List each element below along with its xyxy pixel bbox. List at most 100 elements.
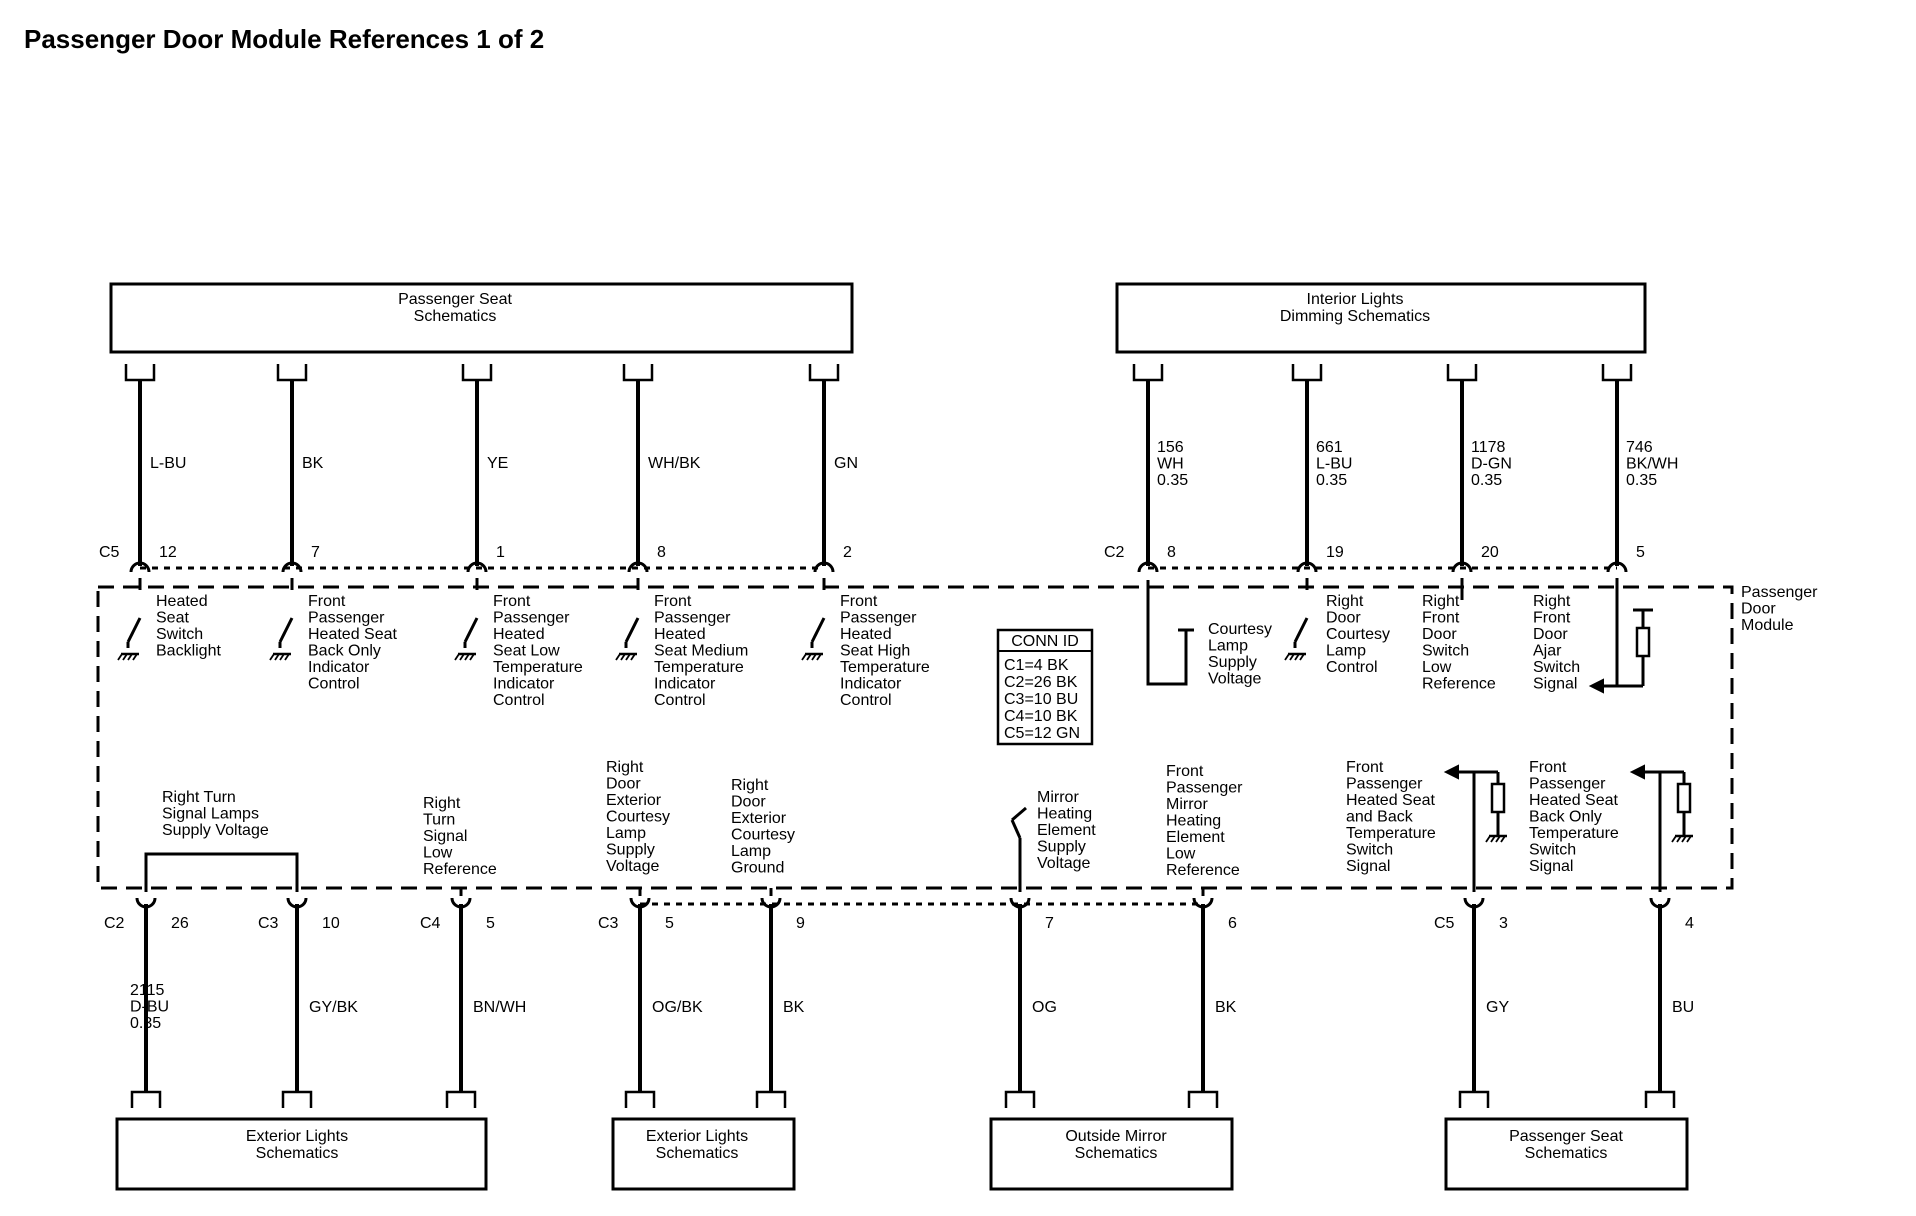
bottom-pin-number-7: 3 — [1499, 915, 1508, 932]
top-func-label-6-line: Courtesy — [1326, 626, 1390, 643]
bottom-box-label-2-line: Outside Mirror — [1065, 1128, 1167, 1145]
top-pin-6 — [1296, 561, 1318, 573]
passenger-seat-schematics-box-top[interactable] — [109, 282, 854, 354]
conn-id-row: C4=10 BK — [1004, 708, 1078, 725]
top-func-label-6-line: Lamp — [1326, 643, 1366, 660]
bottom-pin-number-3: 5 — [665, 915, 674, 932]
indicator-ground-1-hatch — [284, 653, 290, 661]
top-pin-8 — [1606, 561, 1628, 573]
top-func-label-4-line: Passenger — [840, 610, 917, 627]
bottom-func-label-8-line: Switch — [1529, 842, 1576, 859]
indicator-ground-3-hatch — [625, 653, 631, 661]
top-wire-label-6-line: L-BU — [1316, 456, 1352, 473]
bottom-connector-label-7: C5 — [1434, 915, 1455, 932]
top-func-label-1-line: Front — [308, 593, 346, 610]
top-func-label-0-line: Heated — [156, 593, 208, 610]
bottom-pin-number-2: 5 — [486, 915, 495, 932]
bottom-cavity-5 — [1004, 1090, 1036, 1108]
interior-lights-dimming-schematics-box[interactable] — [1115, 282, 1647, 354]
bottom-connector-label-1: C3 — [258, 915, 279, 932]
conn-id-row: C5=12 GN — [1004, 725, 1080, 742]
top-pin-number-2: 1 — [496, 544, 505, 561]
conn-id-header: CONN ID — [1011, 633, 1079, 650]
top-pin-number-3: 8 — [657, 544, 666, 561]
indicator-ground-4-hatch — [801, 653, 807, 661]
bottom-wire-color-6: BK — [1215, 999, 1237, 1016]
top-func-label-4-line: Indicator — [840, 676, 902, 693]
top-func-label-6-line: Control — [1326, 659, 1378, 676]
turn-signal-supply-label-line: Supply Voltage — [162, 822, 269, 839]
top-func-label-6-line: Door — [1326, 610, 1361, 627]
top-func-label-5-line: Voltage — [1208, 671, 1261, 688]
bottom-cavity-0 — [130, 1090, 162, 1108]
top-wire-label-8-line: BK/WH — [1626, 456, 1678, 473]
top-wire-color-2: YE — [487, 455, 508, 472]
outside-mirror-schematics-box[interactable] — [989, 1117, 1234, 1191]
indicator-ground-2-hatch — [459, 653, 465, 661]
bottom-func-label-5-line: Voltage — [1037, 855, 1090, 872]
top-wire-label-8-line: 746 — [1626, 439, 1653, 456]
top-wire-color-3: WH/BK — [648, 455, 701, 472]
passenger-seat-schematics-box-bottom[interactable] — [1444, 1117, 1689, 1191]
conn-id-row: C2=26 BK — [1004, 674, 1078, 691]
top-func-label-6-line: Right — [1326, 593, 1364, 610]
top-wire-label-6-line: 0.35 — [1316, 472, 1347, 489]
exterior-lights-schematics-box-1[interactable] — [115, 1117, 488, 1191]
top-wire-label-7-line: 0.35 — [1471, 472, 1502, 489]
top-pin-number-5: 8 — [1167, 544, 1176, 561]
bottom-func-label-8-line: Temperature — [1529, 825, 1619, 842]
indicator-ground-1-hatch — [274, 653, 280, 661]
exterior-lights-schematics-box-2[interactable] — [611, 1117, 796, 1191]
top-func-label-7-line: Switch — [1422, 643, 1469, 660]
bottom-wire-color-8: BU — [1672, 999, 1694, 1016]
indicator-switch-4-blade — [810, 617, 826, 643]
top-func-label-8-line: Switch — [1533, 659, 1580, 676]
top-wire-color-1: BK — [302, 455, 324, 472]
courtesy-lamp-ground-hatch — [1294, 653, 1300, 661]
connector-c2-top-label: C2 — [1104, 544, 1125, 561]
seat-temp-arrowhead-1 — [1629, 764, 1645, 780]
top-func-label-8-line: Front — [1533, 610, 1571, 627]
top-func-label-5-line: Courtesy — [1208, 621, 1272, 638]
courtesy-lamp-ground-hatch — [1299, 653, 1305, 661]
seat-temp-resistor-0 — [1490, 782, 1506, 814]
door-ajar-resistor — [1635, 626, 1651, 658]
bottom-func-label-6-line: Passenger — [1166, 780, 1243, 797]
bottom-connector-label-0: C2 — [104, 915, 125, 932]
bottom-wire-color-2: BN/WH — [473, 999, 526, 1016]
bottom-pin-number-8: 4 — [1685, 915, 1694, 932]
indicator-ground-3-hatch — [615, 653, 621, 661]
top-func-label-1-line: Passenger — [308, 610, 385, 627]
top-cavity-8 — [1601, 364, 1633, 382]
turn-signal-supply-label-line: Signal Lamps — [162, 806, 259, 823]
bottom-box-label-2-line: Schematics — [1075, 1145, 1158, 1162]
bottom-wire-color-1: GY/BK — [309, 999, 358, 1016]
top-func-label-8-line: Signal — [1533, 676, 1577, 693]
top-pin-number-8: 5 — [1636, 544, 1645, 561]
bottom-func-label-3-line: Right — [606, 759, 644, 776]
top-func-label-5-line: Lamp — [1208, 638, 1248, 655]
indicator-ground-4-hatch — [816, 653, 822, 661]
top-func-label-4-line: Control — [840, 692, 892, 709]
top-func-label-3-line: Heated — [654, 626, 706, 643]
bottom-func-label-2-line: Reference — [423, 861, 497, 878]
seat-temp-ground-0-hatch — [1495, 835, 1501, 843]
top-func-label-2-line: Temperature — [493, 659, 583, 676]
top-pin-1 — [281, 561, 303, 573]
bottom-func-label-8-line: Signal — [1529, 858, 1573, 875]
top-func-label-1-line: Heated Seat — [308, 626, 398, 643]
top-pin-0 — [129, 561, 151, 573]
bottom-func-label-5-line: Supply — [1037, 839, 1086, 856]
bottom-func-label-7-line: Passenger — [1346, 776, 1423, 793]
bottom-box-label-0-line: Schematics — [256, 1145, 339, 1162]
bottom-pin-number-0: 26 — [171, 915, 189, 932]
top-wire-label-7-line: 1178 — [1471, 439, 1506, 456]
